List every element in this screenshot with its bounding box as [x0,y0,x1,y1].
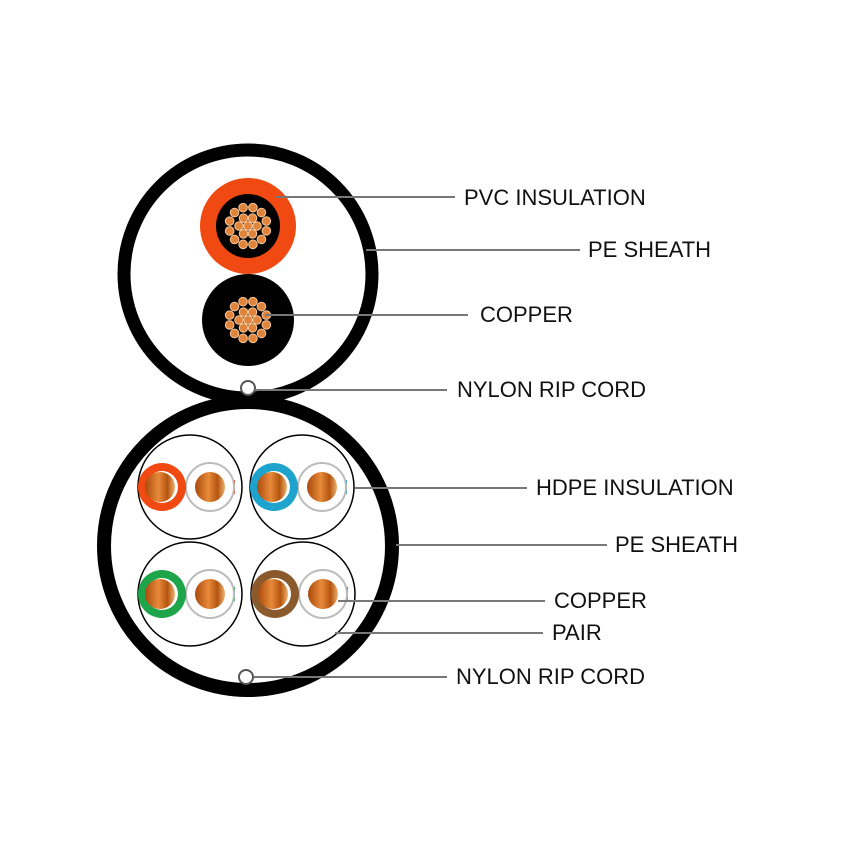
label-copper-top: COPPER [480,302,573,327]
copper-strand [261,216,272,226]
copper-strand [256,301,267,312]
copper-strand [256,207,267,218]
nylon-rip-cord-top-icon [240,380,256,396]
copper-strand [238,322,249,333]
copper-strand [252,315,262,325]
copper-strand [238,296,248,307]
copper-strand [234,221,244,231]
twisted-pairs [137,434,356,647]
power-cable [117,143,379,405]
pe-sheath-bottom [97,395,399,697]
copper-conductor [257,472,287,502]
copper-strand [243,315,253,325]
label-pair: PAIR [552,620,602,645]
nylon-rip-cord-bottom-icon [238,669,254,685]
copper-strand [252,221,262,231]
label-pe-sheath-top: PE SHEATH [588,237,711,262]
copper-strand [243,221,253,231]
copper-strands [224,202,272,250]
copper-strand [248,296,258,307]
utp-cable [97,395,399,697]
label-pe-sheath-bottom: PE SHEATH [615,532,738,557]
copper-strand [248,333,258,344]
copper-conductor [308,579,338,609]
copper-strand [256,328,267,339]
copper-strand [229,234,240,245]
copper-strand [248,202,258,213]
label-nylon-rip-cord-top: NYLON RIP CORD [457,377,646,402]
copper-strand [261,320,272,330]
copper-strand [224,216,235,226]
copper-strand [261,226,272,236]
copper-strand [247,228,258,239]
copper-conductor [195,472,225,502]
pair [250,541,356,647]
copper-strand [248,239,258,250]
label-hdpe-insulation: HDPE INSULATION [536,475,734,500]
copper-strand [224,320,235,330]
label-pvc-insulation: PVC INSULATION [464,185,646,210]
copper-strand [247,213,258,224]
label-nylon-rip-cord-bottom: NYLON RIP CORD [456,664,645,689]
copper-conductor [195,579,225,609]
copper-strand [229,328,240,339]
copper-conductor [145,472,175,502]
pair [137,434,243,540]
copper-conductor [258,579,288,609]
copper-strand [247,322,258,333]
copper-strand [247,307,258,318]
copper-conductor [145,579,175,609]
copper-conductor [307,472,337,502]
copper-strand [256,234,267,245]
pair [249,434,355,540]
copper-strand [238,307,249,318]
copper-strand [224,226,235,236]
copper-strand [238,239,248,250]
copper-strand [229,207,240,218]
copper-strand [238,333,248,344]
pair [137,541,243,647]
label-copper-bottom: COPPER [554,588,647,613]
copper-strand [234,315,244,325]
copper-strand [238,202,248,213]
copper-strand [238,213,249,224]
copper-strand [238,228,249,239]
copper-strand [229,301,240,312]
copper-strand [224,310,235,320]
